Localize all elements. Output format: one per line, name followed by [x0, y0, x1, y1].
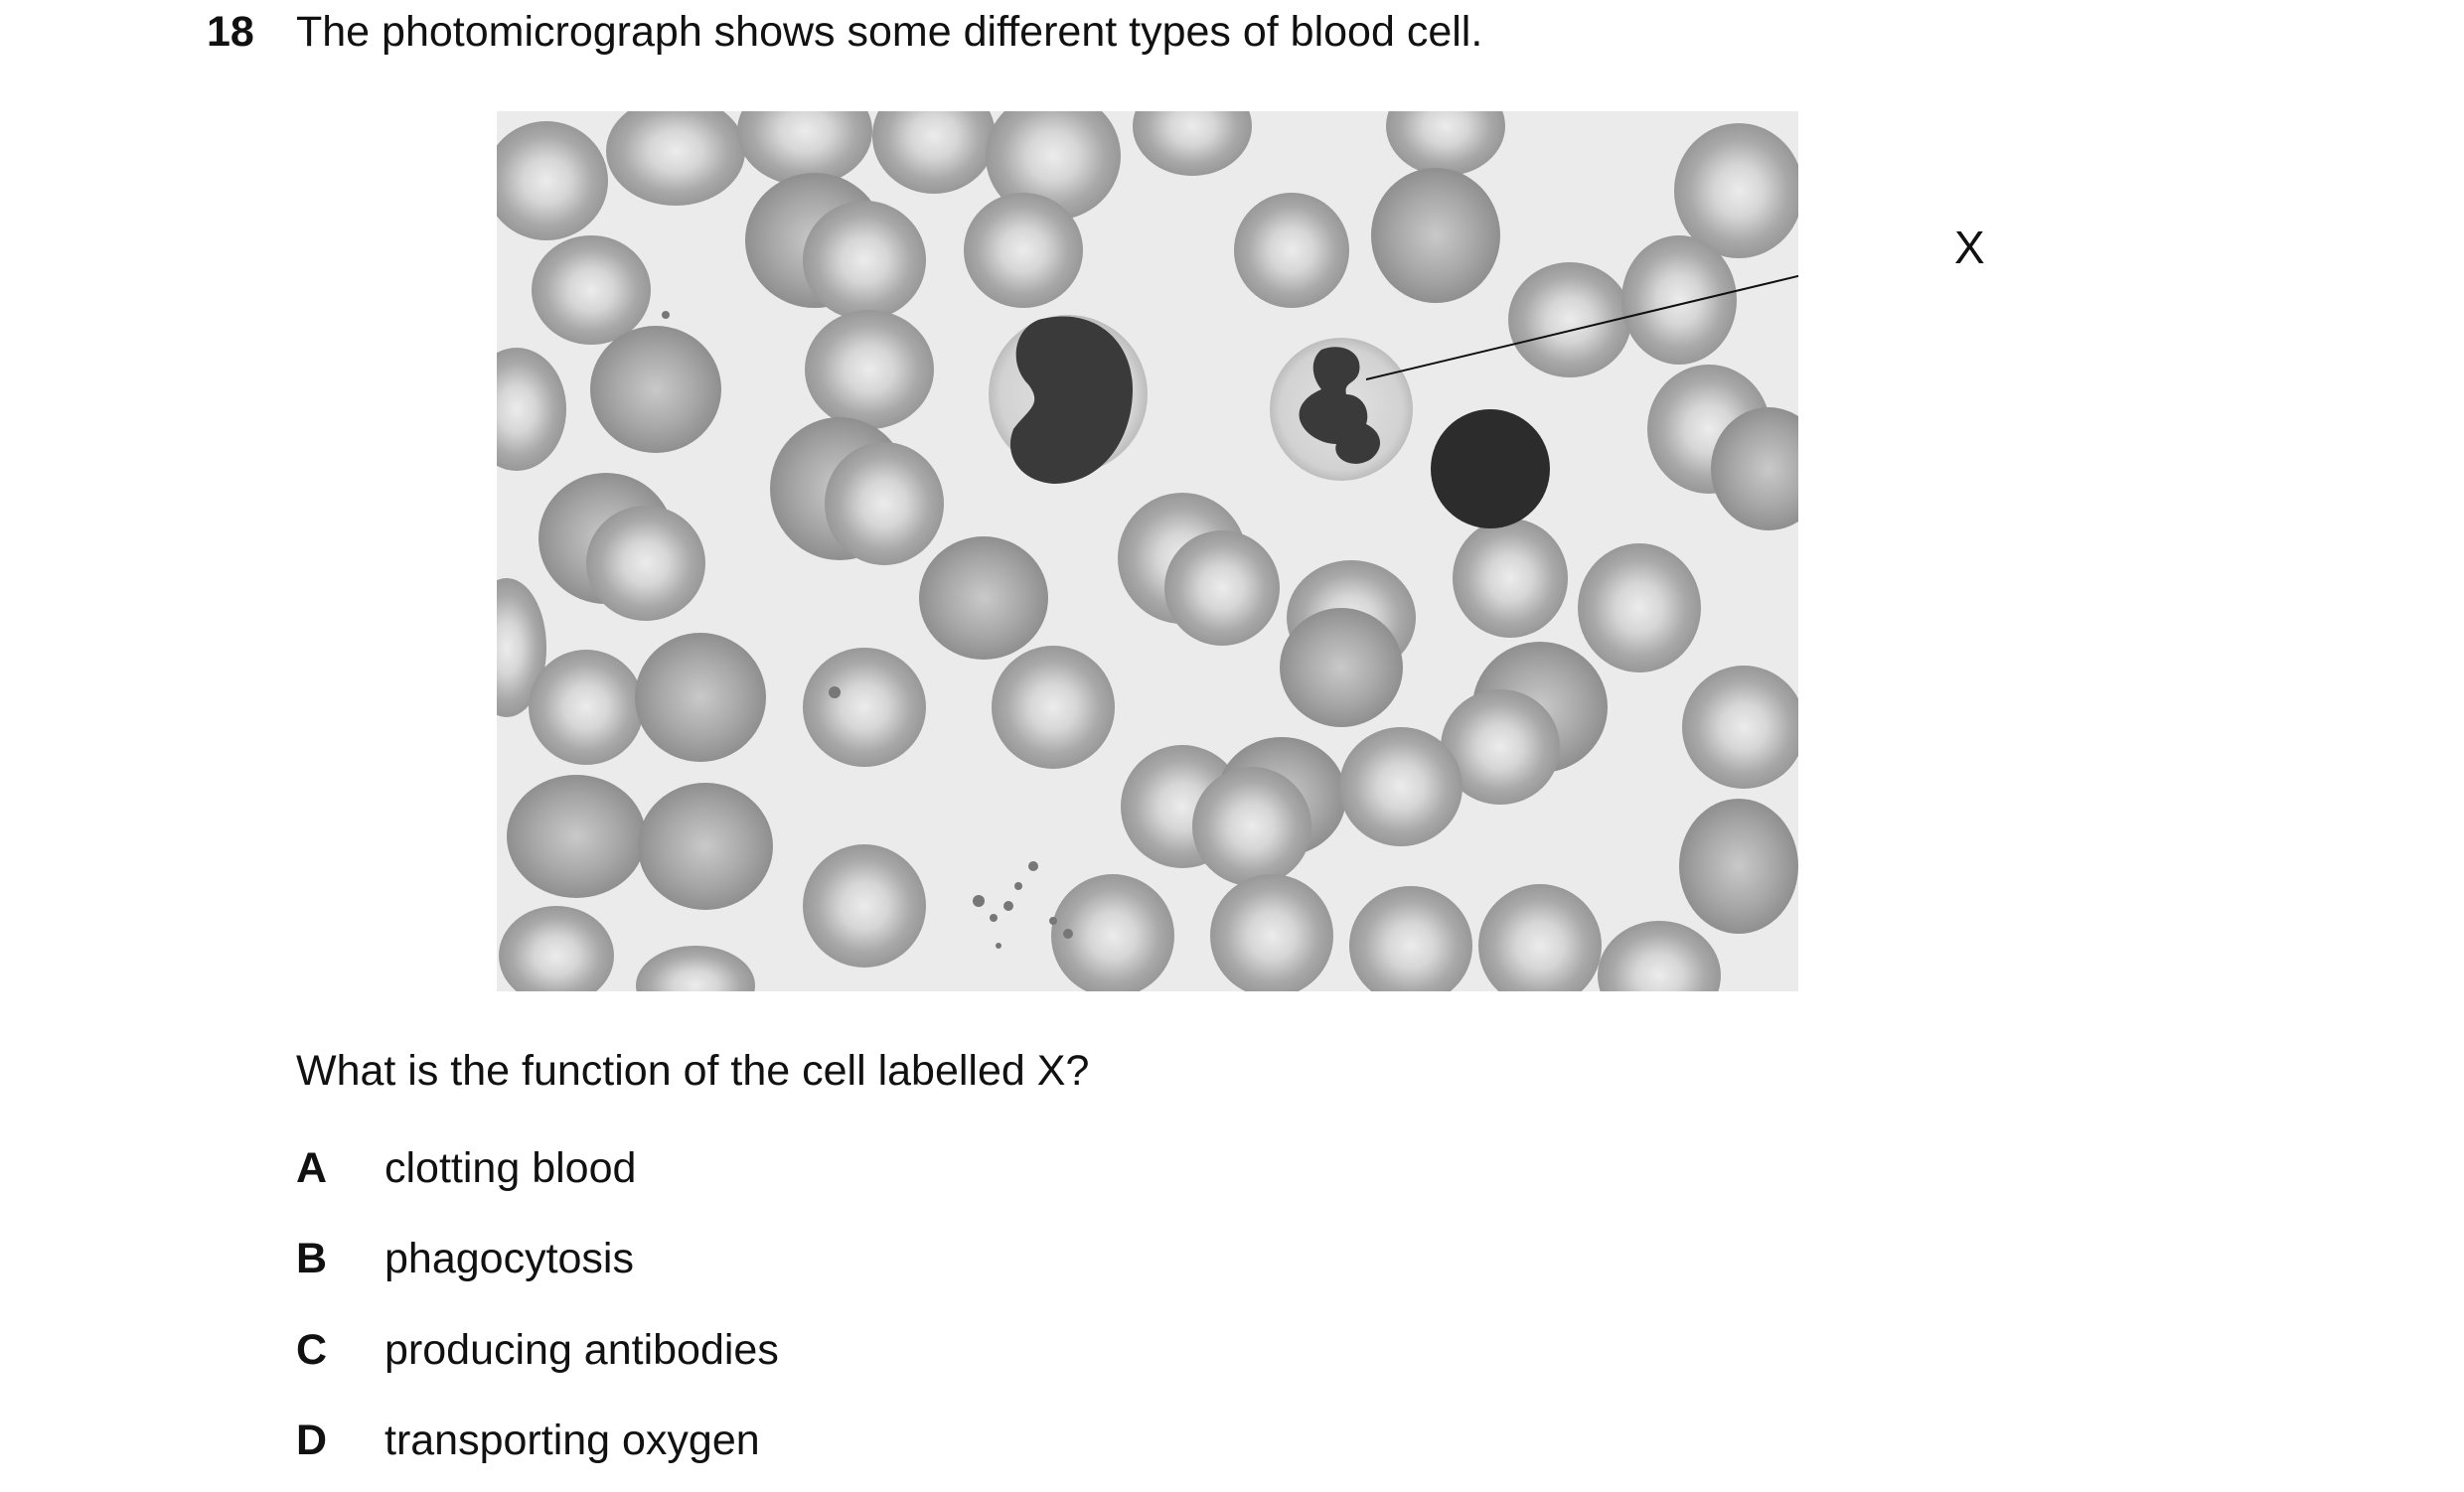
red-blood-cell — [1164, 530, 1280, 646]
red-blood-cell — [532, 235, 651, 345]
platelet — [1049, 917, 1057, 925]
red-blood-cell — [1280, 608, 1403, 727]
question-stem: The photomicrograph shows some different… — [296, 8, 1483, 56]
red-blood-cell — [1386, 111, 1505, 176]
red-blood-cell — [606, 111, 745, 206]
option-letter: B — [296, 1235, 328, 1282]
red-blood-cell — [919, 536, 1048, 660]
figure-label-x: X — [1954, 222, 1985, 273]
red-blood-cell — [872, 111, 996, 194]
platelet — [1003, 901, 1013, 911]
platelet — [973, 895, 985, 907]
red-blood-cell — [1508, 262, 1631, 377]
red-blood-cell — [1621, 235, 1737, 365]
option-letter: A — [296, 1144, 328, 1192]
red-blood-cell — [805, 310, 934, 429]
red-blood-cell — [529, 650, 644, 765]
option-text: phagocytosis — [385, 1235, 634, 1282]
question-prompt: What is the function of the cell labelle… — [296, 1047, 1090, 1095]
red-blood-cell — [499, 906, 614, 991]
red-blood-cell — [586, 506, 705, 621]
red-blood-cell — [1679, 799, 1798, 934]
option-text: clotting blood — [385, 1144, 637, 1192]
red-blood-cell — [1674, 123, 1798, 258]
white-blood-cell-small — [1431, 409, 1550, 528]
red-blood-cell — [497, 578, 546, 717]
red-blood-cell — [1578, 543, 1701, 672]
platelet — [662, 311, 670, 319]
red-blood-cell — [497, 121, 608, 240]
red-blood-cell — [1371, 168, 1500, 303]
option-letter: C — [296, 1326, 328, 1374]
red-blood-cell — [1133, 111, 1252, 176]
platelet — [996, 943, 1001, 949]
red-blood-cell — [1051, 874, 1174, 991]
red-blood-cell — [737, 111, 872, 186]
platelet — [1014, 882, 1022, 890]
red-blood-cell — [1441, 689, 1560, 805]
red-blood-cell — [636, 946, 755, 991]
question-number: 18 — [207, 8, 254, 56]
red-blood-cell — [1682, 666, 1798, 789]
option-text: transporting oxygen — [385, 1417, 760, 1464]
platelet — [829, 686, 841, 698]
red-blood-cell — [825, 442, 944, 565]
red-blood-cell — [638, 783, 773, 910]
red-blood-cell — [507, 775, 646, 898]
red-blood-cell — [992, 646, 1115, 769]
red-blood-cell — [635, 633, 766, 762]
platelet — [1063, 929, 1073, 939]
red-blood-cell — [964, 193, 1083, 308]
nucleus — [1009, 316, 1133, 484]
red-blood-cell — [1234, 193, 1349, 308]
red-blood-cell — [1339, 727, 1463, 846]
red-blood-cell — [803, 844, 926, 968]
option-text: producing antibodies — [385, 1326, 779, 1374]
platelet — [990, 914, 998, 922]
red-blood-cell — [1192, 767, 1311, 886]
red-blood-cell — [497, 348, 566, 471]
red-blood-cell — [1598, 921, 1721, 991]
red-blood-cell — [1711, 407, 1798, 530]
red-blood-cell — [1210, 874, 1333, 991]
red-blood-cell — [803, 648, 926, 767]
photomicrograph — [497, 111, 1798, 991]
red-blood-cell — [803, 201, 926, 320]
label-line — [1365, 274, 1798, 380]
platelet — [1028, 861, 1038, 871]
red-blood-cell — [1349, 886, 1472, 991]
red-blood-cell — [1453, 519, 1568, 638]
lobed-nucleus — [1299, 347, 1381, 464]
option-letter: D — [296, 1417, 328, 1464]
red-blood-cell — [590, 326, 721, 453]
red-blood-cell — [1478, 884, 1602, 991]
